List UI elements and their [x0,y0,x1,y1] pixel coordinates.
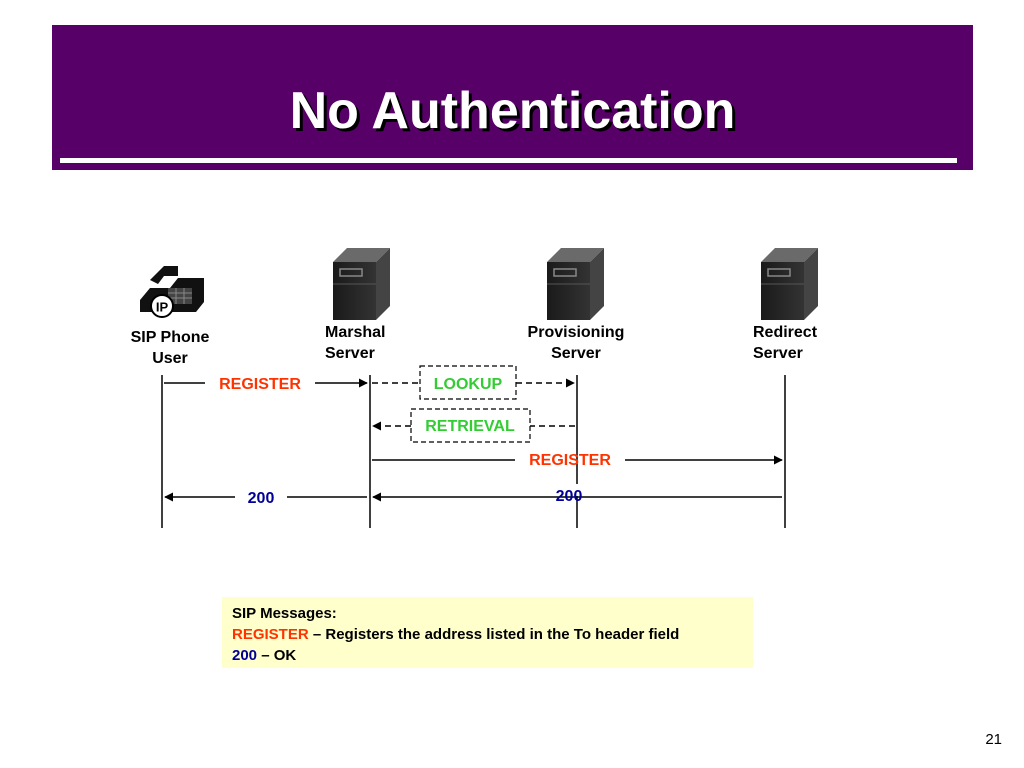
retrieval-arrow-provisioning-to-marshal: RETRIEVAL [372,408,575,443]
provisioning-label-line1: Provisioning [528,324,625,341]
provisioning-label-line2: Server [551,345,601,362]
ok-arrow-marshal-to-phone: 200 [164,490,367,507]
lookup-arrow-marshal-to-provisioning: LOOKUP [372,365,575,400]
title-bar: No Authentication [52,25,973,170]
legend-heading: SIP Messages: [232,605,337,622]
legend-ok-line: 200 – OK [232,645,743,666]
sip-messages-legend: SIP Messages: REGISTER – Registers the a… [222,597,753,668]
register-label: REGISTER [219,376,301,393]
marshal-label-line2: Server [325,345,375,362]
sip-phone-label-line2: User [152,350,188,367]
legend-register-desc: – Registers the address listed in the To… [308,626,680,643]
legend-register-term: REGISTER [232,626,309,643]
legend-ok-term: 200 [232,647,258,664]
sip-phone-label-line1: SIP Phone [131,329,210,346]
retrieval-box [410,408,531,443]
register-arrow-phone-to-marshal: REGISTER [164,376,368,393]
redirect-label-line2: Server [753,345,803,362]
ok-arrow-redirect-to-marshal: 200 [372,484,782,505]
retrieval-label: RETRIEVAL [425,418,515,435]
server-icon [333,248,390,320]
server-icon [761,248,818,320]
lookup-label: LOOKUP [434,376,503,393]
ok-label: 200 [556,488,583,505]
legend-register-line: REGISTER – Registers the address listed … [232,624,743,645]
register-label: REGISTER [529,452,611,469]
page-number: 21 [985,731,1002,748]
slide-title: No Authentication [289,82,736,140]
redirect-label-line1: Redirect [753,324,818,341]
server-icon [547,248,604,320]
marshal-label-line1: Marshal [325,324,385,341]
ip-badge-label: IP [156,300,169,315]
legend-ok-desc: – OK [257,647,297,664]
register-arrow-marshal-to-redirect: REGISTER [372,452,783,469]
title-underline [60,158,957,163]
lookup-box [419,365,517,400]
ip-phone-icon: IP [140,266,204,318]
ok-label: 200 [248,490,275,507]
